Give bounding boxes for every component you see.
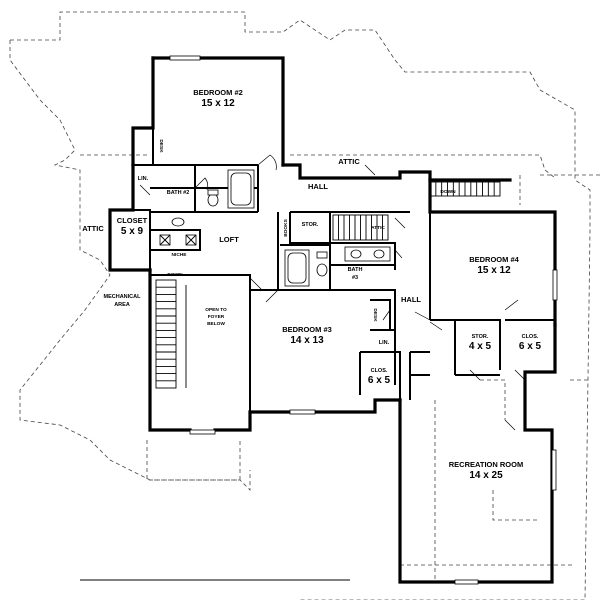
misc-labels: ATTIC ATTIC ATTIC HALL HALL LIN. LIN. ST… (82, 139, 456, 346)
open-foyer-line1: OPEN TO (205, 307, 227, 313)
doors (139, 55, 558, 585)
bedroom4-name: BEDROOM #4 (469, 255, 519, 264)
recreation-name: RECREATION ROOM (449, 460, 523, 469)
main-stair (155, 279, 187, 389)
fixtures (159, 169, 391, 287)
desk-b3-label: DESK (372, 308, 378, 322)
open-foyer-line3: BELOW (207, 321, 225, 327)
clos-b3-size: 6 x 5 (368, 375, 391, 386)
clos-b4-size: 6 x 5 (519, 341, 542, 352)
hall-right-label: HALL (401, 295, 421, 304)
rear-stair (429, 181, 501, 197)
down-rear-label: DOWN (440, 189, 456, 195)
bath2-name: BATH #2 (167, 190, 190, 196)
mechanical-line1: MECHANICAL (104, 294, 142, 300)
lin-top-label: LIN. (138, 176, 149, 182)
loft-name: LOFT (219, 235, 239, 244)
desk-b2-label: DESK (158, 139, 164, 153)
books-label: BOOKS (283, 218, 289, 236)
roof-outline (9, 11, 600, 600)
bedroom3-name: BEDROOM #3 (282, 325, 332, 334)
lin-lower-label: LIN. (379, 340, 390, 346)
stor-hall-label: STOR. (302, 222, 319, 228)
room-labels: BEDROOM #2 15 x 12 BEDROOM #3 14 x 13 BE… (104, 88, 542, 481)
attic-stair (332, 214, 389, 241)
bedroom4-size: 15 x 12 (477, 265, 511, 276)
down-main-label: DOWN (167, 272, 183, 278)
bedroom2-size: 15 x 12 (201, 98, 235, 109)
stor-small-name: STOR. (472, 334, 489, 340)
bath3-num: #3 (352, 275, 358, 281)
recreation-size: 14 x 25 (469, 470, 503, 481)
closet-name: CLOSET (117, 216, 148, 225)
niche-label: NICHE (172, 252, 188, 258)
bedroom2-name: BEDROOM #2 (193, 88, 243, 97)
stor-small-size: 4 x 5 (469, 341, 492, 352)
mechanical-line2: AREA (114, 302, 130, 308)
open-foyer-line2: FOYER (208, 314, 225, 320)
closet-size: 5 x 9 (121, 226, 144, 237)
bedroom3-size: 14 x 13 (290, 335, 324, 346)
bath3-name: BATH (348, 267, 363, 273)
attic-top-label: ATTIC (338, 157, 360, 166)
walls (108, 56, 557, 584)
attic-stair-label: ATTIC (371, 225, 385, 231)
hall-top-label: HALL (308, 182, 328, 191)
clos-b3-name: CLOS. (371, 368, 388, 374)
clos-b4-name: CLOS. (522, 334, 539, 340)
attic-left-label: ATTIC (82, 224, 104, 233)
